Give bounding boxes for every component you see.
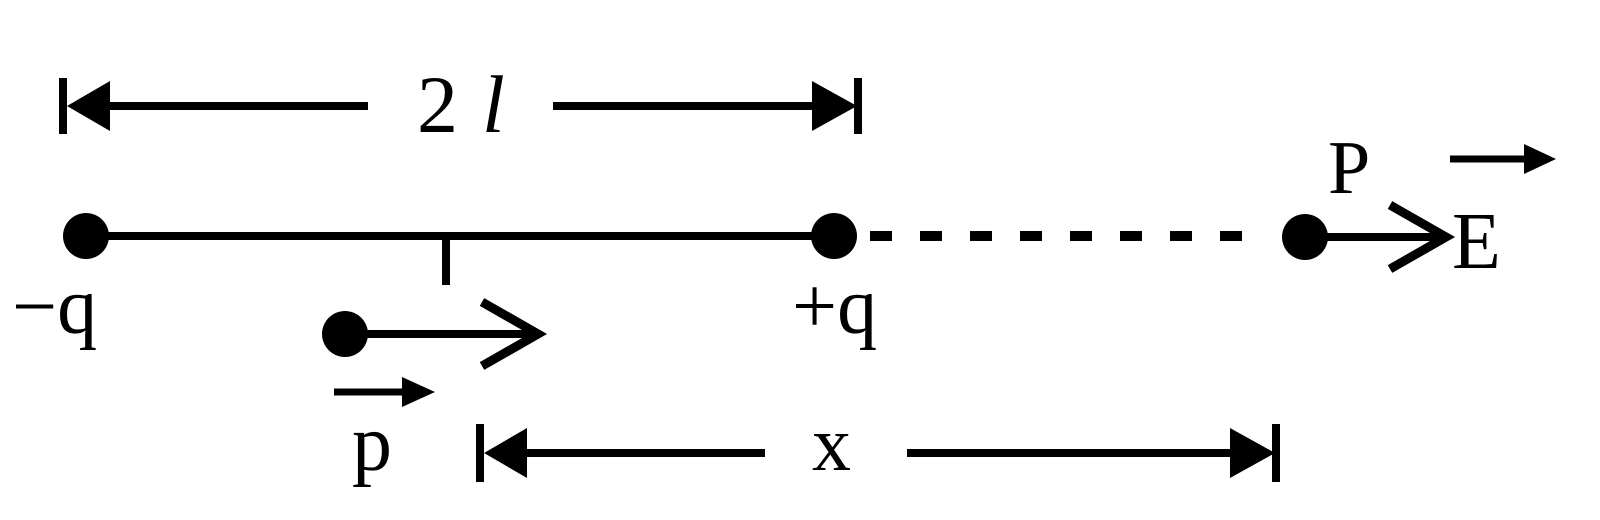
negative-charge-dot [63,213,109,259]
distance-right-arrowhead [1230,428,1275,478]
field-arrowhead [1387,201,1456,273]
separation-number: 2 [417,59,458,150]
dipole-moment-label: p [352,400,392,488]
dipole: −q +q [12,213,877,351]
dipole-moment-arrowhead [479,298,548,370]
negative-charge-label: −q [12,263,97,351]
field-vector-bar-arrowhead [1524,144,1556,174]
distance-label: x [812,400,851,487]
separation-dimension: 2 l [59,59,862,150]
dipole-moment: p [322,298,548,488]
field-point: P E [1282,126,1556,286]
dipole-moment-vector-bar-arrowhead [402,377,435,407]
separation-symbol: l [482,59,505,150]
point-p-dot [1282,214,1328,260]
distance-left-arrowhead [484,428,527,478]
dipole-moment-dot [322,311,368,357]
separation-right-arrowhead [812,81,857,131]
separation-left-arrowhead [67,81,110,131]
positive-charge-label: +q [792,263,877,351]
distance-dimension: x [476,400,1280,487]
point-p-label: P [1328,126,1370,210]
positive-charge-dot [811,213,857,259]
field-label: E [1452,198,1501,286]
